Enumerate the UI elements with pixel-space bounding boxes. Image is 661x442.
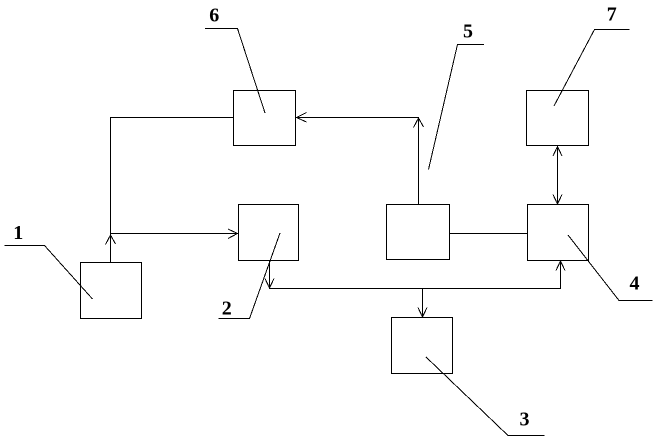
svg-text:3: 3 <box>520 409 530 431</box>
svg-text:2: 2 <box>222 298 232 320</box>
svg-text:5: 5 <box>463 20 473 42</box>
svg-text:1: 1 <box>13 222 23 244</box>
svg-text:7: 7 <box>607 4 617 26</box>
svg-text:4: 4 <box>630 273 640 295</box>
svg-text:6: 6 <box>209 5 219 27</box>
